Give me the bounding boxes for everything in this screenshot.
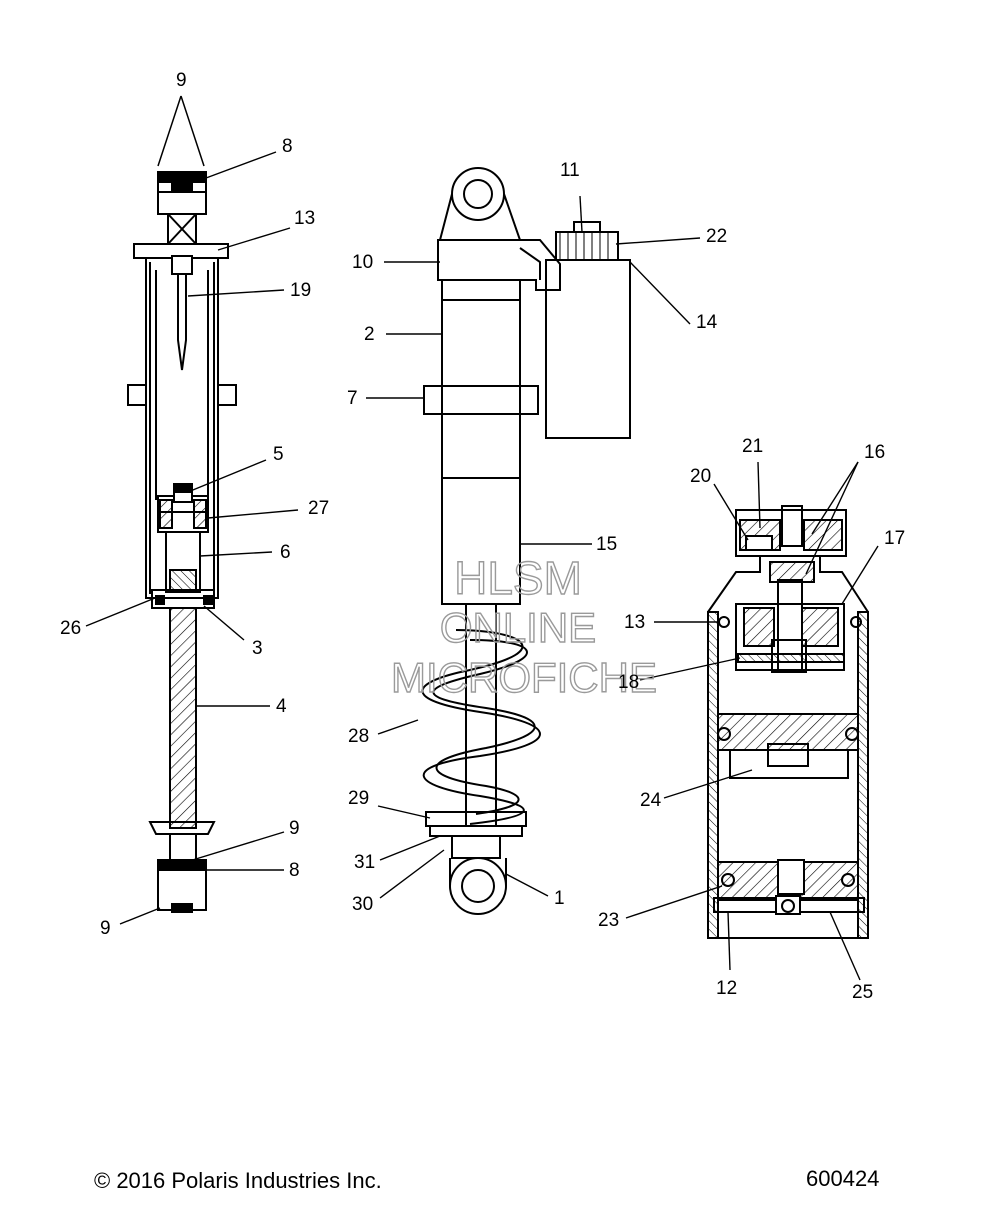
- callout-labels: 9 8 13 19 5 27 6 26 3 4 9 8 9 11 22 10 1…: [60, 70, 905, 1003]
- leader-lines: [85, 151, 879, 981]
- callout-12: 12: [716, 978, 737, 999]
- callout-3: 3: [252, 638, 263, 659]
- callout-9-mid: 9: [289, 818, 300, 839]
- callout-6: 6: [280, 542, 291, 563]
- copyright-notice: © 2016 Polaris Industries Inc.: [94, 1168, 382, 1193]
- callout-5: 5: [273, 444, 284, 465]
- callout-13-left: 13: [294, 208, 315, 229]
- callout-19: 19: [290, 280, 311, 301]
- left-shock-cutaway: [127, 95, 237, 913]
- callout-24: 24: [640, 790, 662, 811]
- callout-11: 11: [560, 160, 580, 181]
- callout-16: 16: [864, 442, 885, 463]
- callout-17: 17: [884, 528, 905, 549]
- callout-10: 10: [352, 252, 373, 273]
- watermark-line2: ONLINE: [440, 604, 596, 651]
- figure-number: 600424: [806, 1166, 880, 1191]
- right-reservoir-cutaway: [707, 505, 869, 939]
- callout-23: 23: [598, 910, 619, 931]
- callout-15: 15: [596, 534, 617, 555]
- callout-8-bottom: 8: [289, 860, 300, 881]
- callout-14: 14: [696, 312, 718, 333]
- watermark-line3: MICROFICHE: [391, 654, 657, 701]
- callout-22: 22: [706, 226, 727, 247]
- callout-29: 29: [348, 788, 369, 809]
- watermark: HLSM ONLINE MICROFICHE: [390, 551, 657, 701]
- callout-28: 28: [348, 726, 369, 747]
- callout-21: 21: [742, 436, 763, 457]
- callout-1: 1: [554, 888, 565, 909]
- callout-20: 20: [690, 466, 711, 487]
- watermark-line1: HLSM: [454, 552, 582, 604]
- callout-2: 2: [364, 324, 375, 345]
- callout-4: 4: [276, 696, 287, 717]
- callout-31: 31: [354, 852, 375, 873]
- callout-26: 26: [60, 618, 81, 639]
- middle-shock-assembly: [421, 167, 631, 915]
- callout-8-top: 8: [282, 136, 293, 157]
- callout-9-top: 9: [176, 70, 187, 91]
- callout-30: 30: [352, 894, 373, 915]
- callout-18: 18: [618, 672, 639, 693]
- callout-25: 25: [852, 982, 873, 1003]
- callout-7: 7: [347, 388, 358, 409]
- callout-13-right: 13: [624, 612, 645, 633]
- callout-9-bottom: 9: [100, 918, 111, 939]
- callout-27: 27: [308, 498, 329, 519]
